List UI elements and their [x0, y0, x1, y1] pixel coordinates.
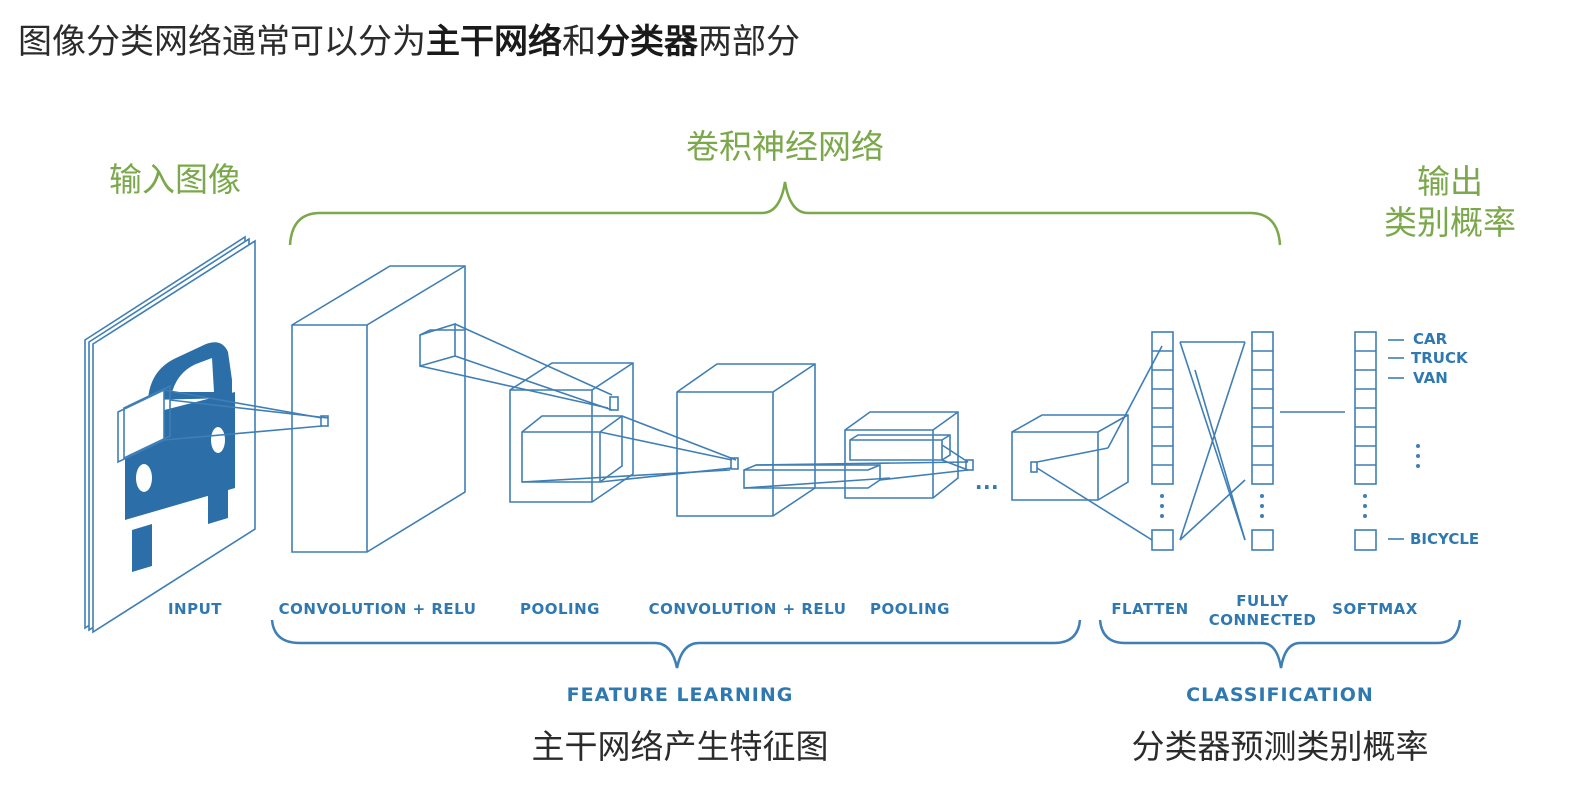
conv2-volume	[676, 363, 816, 517]
label-connected: CONNECTED	[1208, 611, 1317, 629]
classification-label: CLASSIFICATION	[1186, 684, 1374, 706]
title-part2: 和	[562, 22, 596, 62]
label-conv-relu-2: CONVOLUTION + RELU	[648, 600, 847, 618]
label-pooling-1: POOLING	[519, 600, 600, 618]
class-truck: TRUCK	[1411, 349, 1468, 367]
class-car: CAR	[1413, 330, 1448, 348]
fully-connected-column	[1251, 331, 1274, 551]
label-fully: FULLY	[1236, 592, 1289, 610]
feature-learning-brace	[270, 619, 1082, 669]
classification-cn: 分类器预测类别概率	[1131, 727, 1429, 766]
flatten-column	[1151, 331, 1174, 551]
vertical-ellipsis-marks	[1160, 444, 1420, 518]
label-flatten: FLATTEN	[1111, 600, 1189, 618]
output-label-line2: 类别概率	[1384, 203, 1516, 242]
pool2-volume	[844, 411, 959, 499]
conv1-volume	[291, 265, 466, 553]
horizontal-ellipsis: ...	[974, 470, 1000, 494]
final-feature-volume	[1011, 414, 1129, 501]
feature-learning-label: FEATURE LEARNING	[566, 684, 794, 706]
cnn-label: 卷积神经网络	[686, 127, 884, 166]
class-van: VAN	[1413, 369, 1448, 387]
title-bold-backbone: 主干网络	[426, 22, 562, 62]
title-part3: 两部分	[698, 22, 800, 62]
title-bold-classifier: 分类器	[596, 22, 698, 62]
label-input: INPUT	[167, 600, 223, 618]
input-image-label: 输入图像	[109, 160, 241, 199]
pool1-volume	[509, 362, 634, 503]
label-pooling-2: POOLING	[869, 600, 950, 618]
label-conv-relu-1: CONVOLUTION + RELU	[278, 600, 477, 618]
classification-brace	[1098, 619, 1462, 669]
cnn-brace	[288, 181, 1282, 246]
feature-learning-cn: 主干网络产生特征图	[531, 727, 829, 766]
output-label-line1: 输出	[1417, 162, 1483, 201]
page-title: 图像分类网络通常可以分为主干网络和分类器两部分	[18, 14, 800, 63]
class-bicycle: BICYCLE	[1410, 530, 1480, 548]
softmax-column	[1354, 331, 1377, 551]
title-part1: 图像分类网络通常可以分为	[18, 22, 426, 62]
label-softmax: SOFTMAX	[1332, 600, 1418, 618]
